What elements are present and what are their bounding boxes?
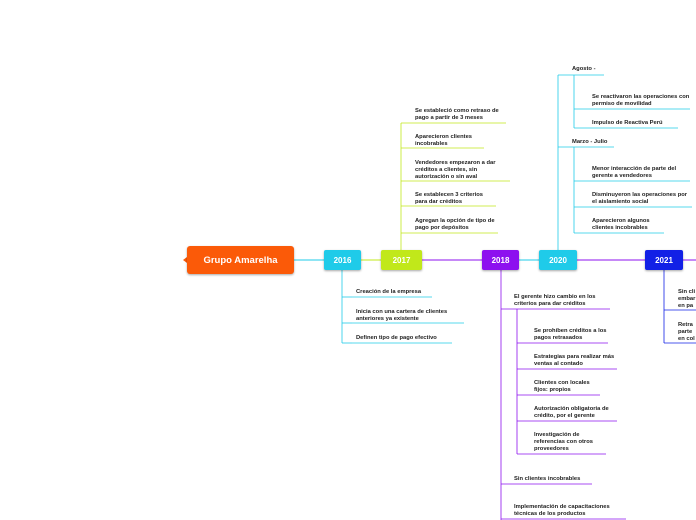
year-node-2016[interactable]: 2016 bbox=[324, 250, 361, 270]
year-label: 2018 bbox=[491, 255, 510, 265]
topic-2016[interactable]: Inicia con una cartera de clientes anter… bbox=[356, 309, 448, 322]
year-label: 2017 bbox=[392, 255, 411, 265]
year-label: 2016 bbox=[333, 255, 352, 265]
topic-2021[interactable]: Retra parte en col bbox=[678, 322, 695, 342]
topic-2016[interactable]: Definen tipo de pago efectivo bbox=[356, 335, 437, 341]
year-label: 2020 bbox=[549, 255, 567, 265]
topic-2020-marzo[interactable]: Menor interacción de parte del gerente a… bbox=[592, 166, 677, 179]
year-node-2018[interactable]: 2018 bbox=[482, 250, 519, 270]
root-label: Grupo Amarelha bbox=[203, 254, 278, 266]
year-label: 2021 bbox=[655, 255, 673, 265]
year-node-2017[interactable]: 2017 bbox=[381, 250, 422, 270]
topic-2020-period[interactable]: Marzo - Julio bbox=[572, 139, 608, 145]
topic-2018[interactable]: Implementación de capacitaciones técnica… bbox=[514, 504, 610, 517]
topic-2018[interactable]: Sin clientes incobrables bbox=[514, 476, 581, 482]
topic-2018-sub[interactable]: Clientes con locales fijos: propios bbox=[534, 380, 590, 393]
root-node[interactable]: Grupo Amarelha bbox=[187, 246, 294, 274]
topic-2018-sub[interactable]: Autorización obligatoria de crédito, por… bbox=[534, 406, 609, 419]
topic-2018[interactable]: El gerente hizo cambio en los criterios … bbox=[514, 294, 596, 307]
topic-2017[interactable]: Se estableció como retraso de pago a par… bbox=[415, 108, 499, 121]
topic-2017[interactable]: Se establecen 3 criterios para dar crédi… bbox=[415, 192, 483, 205]
topic-2020-agosto[interactable]: Impulso de Reactiva Perú bbox=[592, 120, 663, 126]
topic-2018-sub[interactable]: Investigación de referencias con otros p… bbox=[534, 432, 593, 452]
topic-2017[interactable]: Agregan la opción de tipo de pago por de… bbox=[415, 218, 495, 231]
collapse-arrow-icon[interactable] bbox=[183, 257, 187, 263]
topic-2021[interactable]: Sin cli embar en pa bbox=[678, 289, 696, 309]
topic-2016[interactable]: Creación de la empresa bbox=[356, 289, 422, 295]
topic-2020-period[interactable]: Agosto - bbox=[572, 66, 596, 72]
topic-2020-marzo[interactable]: Disminuyeron las operaciones por el aisl… bbox=[592, 192, 688, 205]
topic-2017[interactable]: Vendedores empezaron a dar créditos a cl… bbox=[415, 160, 496, 180]
topic-2018-sub[interactable]: Se prohíben créditos a los pagos retrasa… bbox=[534, 328, 607, 341]
topic-2018-sub[interactable]: Estrategias para realizar más ventas al … bbox=[534, 354, 615, 367]
topic-2020-agosto[interactable]: Se reactivaron las operaciones con permi… bbox=[592, 94, 690, 107]
topic-2017[interactable]: Aparecieron clientes incobrables bbox=[415, 134, 473, 147]
year-node-2020[interactable]: 2020 bbox=[539, 250, 577, 270]
topic-2020-marzo[interactable]: Aparecieron algunos clientes incobrables bbox=[592, 218, 650, 231]
year-node-2021[interactable]: 2021 bbox=[645, 250, 683, 270]
